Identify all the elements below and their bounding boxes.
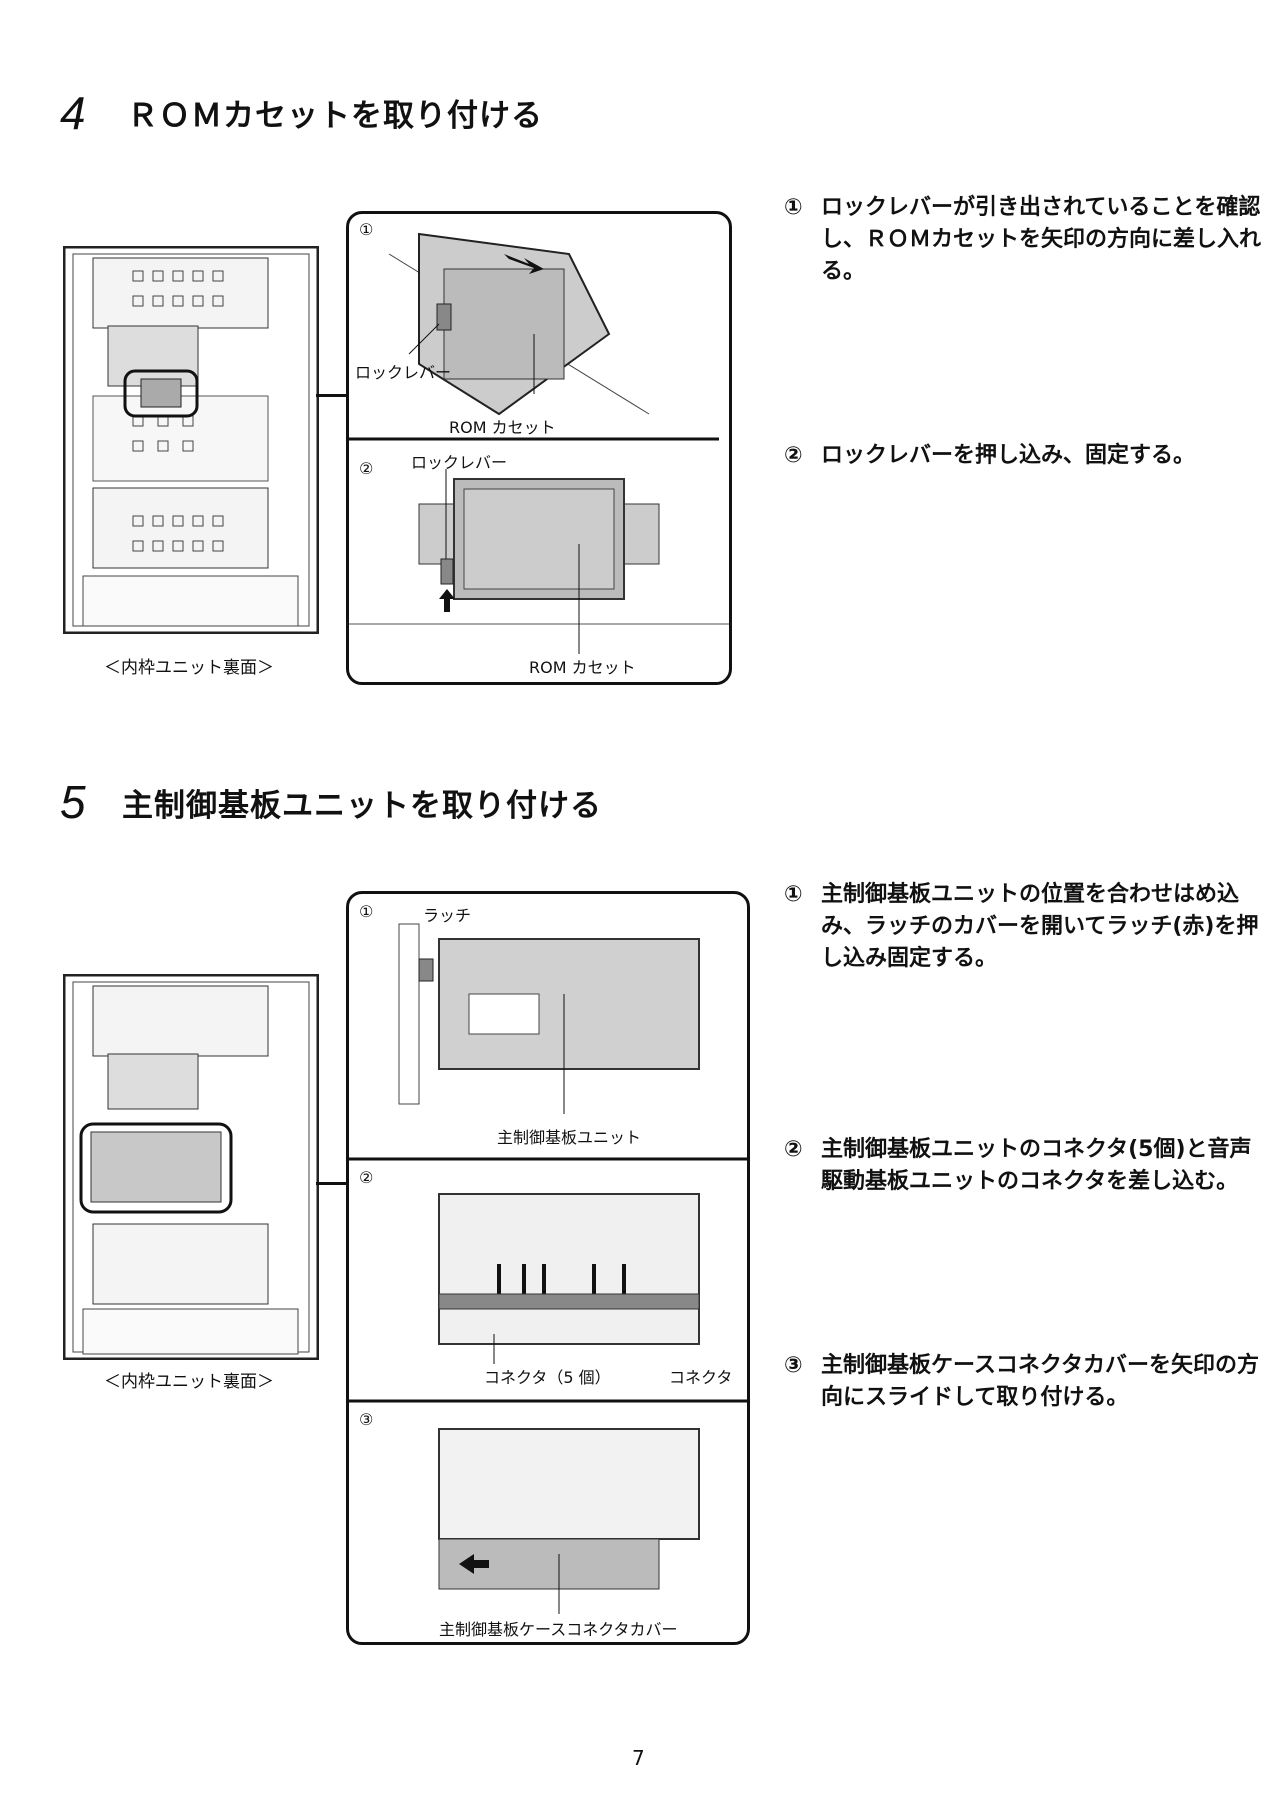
main-board-unit-label: 主制御基板ユニット — [497, 1128, 642, 1147]
rom-cassette-label: ROM カセット — [449, 418, 556, 437]
connector-cover-label: 主制御基板ケースコネクタカバー — [439, 1620, 678, 1639]
step-marker: ② — [359, 459, 374, 478]
connectors-label: コネクタ（5 個） — [484, 1368, 611, 1387]
inner-frame-unit-diagram — [63, 974, 319, 1360]
step-text: ロックレバーを押し込み、固定する。 — [821, 443, 1196, 468]
rom-cassette-panel: ① ロックレバー ROM カセット ② ロックレバー ROM カセット — [346, 211, 732, 685]
step-marker: ① — [784, 195, 803, 220]
step-text: 主制御基板ユニットの位置を合わせはめ込み、ラッチのカバーを開いてラッチ(赤)を押… — [821, 882, 1259, 971]
step-marker: ② — [784, 1137, 803, 1162]
section-title: 主制御基板ユニットを取り付ける — [122, 788, 602, 824]
step-text: 主制御基板ケースコネクタカバーを矢印の方向にスライドして取り付ける。 — [821, 1353, 1260, 1410]
lock-lever-label: ロックレバー — [411, 453, 508, 472]
inner-frame-unit-diagram — [63, 246, 319, 634]
section-title: ＲＯＭカセットを取り付ける — [127, 98, 543, 134]
diagram-caption: ＜内枠ユニット裏面＞ — [104, 1372, 274, 1392]
step-text: ロックレバーが引き出されていることを確認し、ＲＯＭカセットを矢印の方向に差し入れ… — [821, 195, 1262, 284]
lock-lever-label: ロックレバー — [355, 363, 452, 382]
latch-label: ラッチ — [423, 906, 472, 925]
step-marker: ③ — [784, 1353, 803, 1378]
step-text: 主制御基板ユニットのコネクタ(5個)と音声駆動基板ユニットのコネクタを差し込む。 — [821, 1137, 1252, 1194]
step-marker: ① — [784, 882, 803, 907]
leader-line — [316, 394, 348, 397]
step-marker: ② — [784, 443, 803, 468]
diagram-caption: ＜内枠ユニット裏面＞ — [104, 658, 274, 678]
leader-line — [316, 1182, 348, 1185]
main-board-panel: ① ラッチ 主制御基板ユニット ② コネクタ（5 個） コネクタ ③ 主制御基板… — [346, 891, 750, 1645]
page-number: 7 — [632, 1746, 645, 1770]
rom-cassette-label: ROM カセット — [529, 658, 636, 677]
connector-label: コネクタ — [669, 1368, 733, 1387]
step-marker: ① — [359, 902, 374, 921]
section-number: 4 — [60, 87, 86, 139]
step-marker: ③ — [359, 1410, 374, 1429]
section-number: 5 — [60, 776, 86, 828]
step-marker: ② — [359, 1168, 374, 1187]
step-marker: ① — [359, 220, 374, 239]
